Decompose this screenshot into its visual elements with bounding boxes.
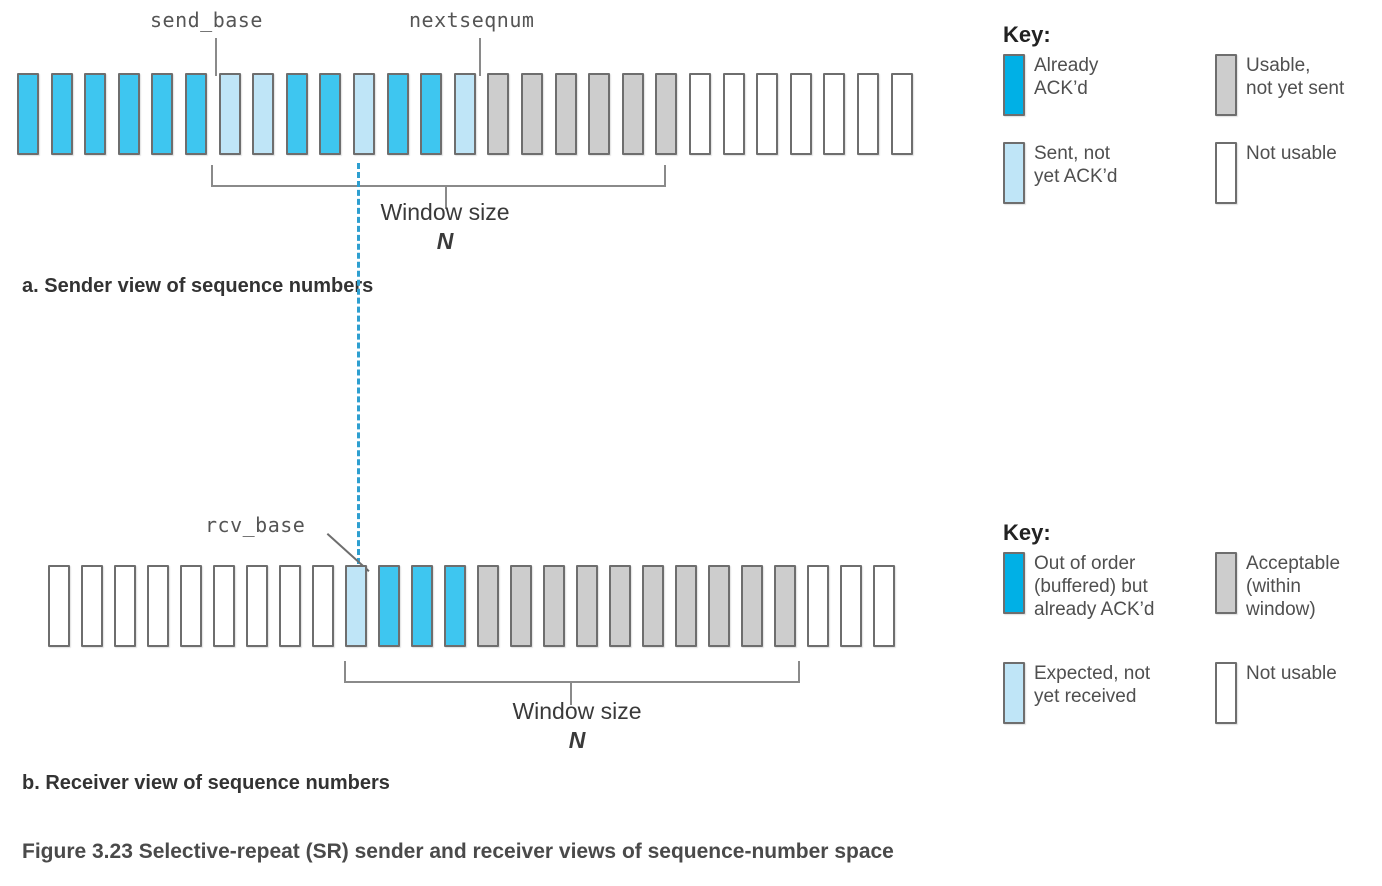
receiver-seq-box xyxy=(213,565,235,647)
sender-key-label: Usable, not yet sent xyxy=(1246,55,1345,100)
receiver-seq-box xyxy=(411,565,433,647)
sender-seq-box xyxy=(588,73,611,155)
sender-key-item: Already ACK’d xyxy=(1003,54,1098,116)
receiver-seq-box xyxy=(81,565,103,647)
sender-window-size-n: N xyxy=(436,228,454,255)
sender-seq-box xyxy=(185,73,207,155)
receiver-seq-box xyxy=(444,565,466,647)
receiver-seq-box xyxy=(279,565,301,647)
receiver-key: Key: Out of order (buffered) but already… xyxy=(1003,520,1373,752)
sender-seq-box xyxy=(554,73,577,155)
acceptable-within-window-swatch-icon xyxy=(1215,552,1237,614)
sender-seq-box xyxy=(756,73,779,155)
sender-seq-box xyxy=(285,73,308,155)
sender-window-size-label: Window size N xyxy=(330,198,560,257)
sender-key-label: Sent, not yet ACK’d xyxy=(1034,143,1118,188)
receiver-seq-box xyxy=(246,565,268,647)
receiver-seq-box xyxy=(147,565,169,647)
expected-not-received-swatch-icon xyxy=(1003,662,1025,724)
sender-seq-box xyxy=(353,73,375,155)
not-usable-swatch-icon xyxy=(1215,142,1237,204)
receiver-key-item: Not usable xyxy=(1215,662,1337,724)
sender-seq-box xyxy=(84,73,107,155)
sender-seq-box xyxy=(689,73,711,155)
sender-seq-box xyxy=(823,73,846,155)
sync-dashed-line xyxy=(357,163,360,573)
receiver-seq-box xyxy=(543,565,565,647)
sender-seq-box xyxy=(319,73,342,155)
sender-key-label: Not usable xyxy=(1246,143,1337,164)
sent-not-acked-swatch-icon xyxy=(1003,142,1025,204)
sender-seq-box xyxy=(521,73,543,155)
sender-seq-box xyxy=(621,73,644,155)
receiver-window-bracket xyxy=(344,661,800,705)
receiver-seq-box xyxy=(741,565,763,647)
sender-seq-box xyxy=(117,73,140,155)
already-acked-swatch-icon xyxy=(1003,54,1025,116)
sender-seq-box xyxy=(722,73,745,155)
receiver-seq-box xyxy=(840,565,862,647)
receiver-key-item: Acceptable (within window) xyxy=(1215,552,1340,622)
receiver-seq-box xyxy=(378,565,400,647)
sender-window-bracket xyxy=(211,165,666,209)
receiver-seq-box xyxy=(312,565,334,647)
receiver-key-label: Not usable xyxy=(1246,663,1337,684)
receiver-key-item: Expected, not yet received xyxy=(1003,662,1150,724)
sender-window-size-text: Window size xyxy=(380,199,510,225)
receiver-seq-box xyxy=(114,565,136,647)
receiver-seq-box xyxy=(609,565,631,647)
sender-pointer-label-nextseqnum: nextseqnum xyxy=(409,8,535,32)
sender-seq-box xyxy=(890,73,913,155)
sender-key-title: Key: xyxy=(1003,22,1051,47)
sender-seq-box xyxy=(487,73,510,155)
receiver-seq-box xyxy=(774,565,796,647)
sender-key-item: Not usable xyxy=(1215,142,1337,204)
receiver-seq-box xyxy=(48,565,70,647)
sender-seq-box xyxy=(857,73,879,155)
receiver-window-size-n: N xyxy=(568,727,586,754)
sender-pointer-label-send-base: send_base xyxy=(150,8,263,32)
receiver-seq-box xyxy=(477,565,499,647)
receiver-window-size-label: Window size N xyxy=(462,697,692,756)
receiver-key-label: Expected, not yet received xyxy=(1034,663,1151,708)
receiver-seq-box xyxy=(873,565,895,647)
sender-seq-box xyxy=(252,73,275,155)
receiver-seq-box xyxy=(642,565,664,647)
not-usable-swatch-icon xyxy=(1215,662,1237,724)
sender-seq-box xyxy=(789,73,812,155)
receiver-key-label: Out of order (buffered) but already ACK’… xyxy=(1034,553,1155,621)
receiver-pointer-label-rcv-base: rcv_base xyxy=(205,513,306,537)
sender-seq-box xyxy=(218,73,241,155)
receiver-key-title: Key: xyxy=(1003,520,1051,545)
receiver-seq-box xyxy=(675,565,697,647)
usable-not-sent-swatch-icon xyxy=(1215,54,1237,116)
receiver-seq-box xyxy=(807,565,829,647)
sender-seq-box xyxy=(17,73,39,155)
out-of-order-buffered-swatch-icon xyxy=(1003,552,1025,614)
receiver-seq-box xyxy=(576,565,598,647)
receiver-seq-box xyxy=(708,565,730,647)
receiver-window-size-text: Window size xyxy=(512,698,642,724)
sender-seq-box xyxy=(655,73,678,155)
figure-caption: Figure 3.23 Selective-repeat (SR) sender… xyxy=(22,840,894,863)
sender-key-label: Already ACK’d xyxy=(1034,55,1099,100)
receiver-seq-box xyxy=(180,565,202,647)
sender-seq-box xyxy=(420,73,443,155)
sender-seq-box xyxy=(453,73,476,155)
sender-key-item: Sent, not yet ACK’d xyxy=(1003,142,1117,204)
sender-pointer-leader-nextseqnum xyxy=(479,38,481,76)
sender-view-caption: a. Sender view of sequence numbers xyxy=(22,275,374,297)
receiver-seq-box xyxy=(345,565,367,647)
sender-seq-box xyxy=(50,73,73,155)
sender-pointer-leader-send-base xyxy=(215,38,217,76)
receiver-seq-box xyxy=(510,565,532,647)
sender-seq-box xyxy=(386,73,409,155)
sender-key-item: Usable, not yet sent xyxy=(1215,54,1344,116)
sender-seq-box xyxy=(151,73,174,155)
receiver-key-label: Acceptable (within window) xyxy=(1246,553,1341,621)
receiver-key-item: Out of order (buffered) but already ACK’… xyxy=(1003,552,1154,622)
receiver-view-caption: b. Receiver view of sequence numbers xyxy=(22,772,390,794)
